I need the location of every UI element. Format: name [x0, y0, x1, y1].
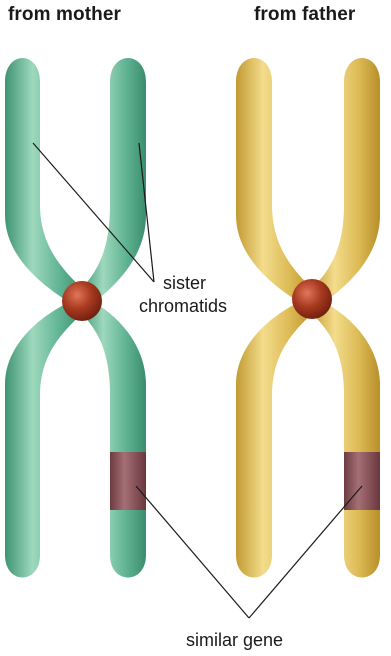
gene-pointer-left — [136, 486, 249, 618]
sister-chromatids-label-line1: sister — [163, 273, 206, 294]
mother-upper-left-arm — [5, 58, 84, 305]
father-upper-left-arm — [236, 58, 314, 305]
father-upper-right-arm — [310, 58, 380, 305]
sister-chromatids-label-line2: chromatids — [139, 296, 227, 317]
father-centromere — [292, 279, 332, 319]
similar-gene-label: similar gene — [186, 630, 283, 651]
mother-centromere — [62, 281, 102, 321]
father-lower-left-arm — [236, 300, 314, 578]
mother-upper-right-arm — [80, 58, 146, 305]
mother-lower-right-arm — [80, 300, 146, 578]
mother-chromosome — [5, 58, 146, 578]
mother-lower-left-arm — [5, 300, 84, 578]
father-chromosome — [236, 58, 380, 578]
pointer-lines — [33, 143, 362, 618]
mother-gene-band — [110, 452, 146, 510]
father-lower-right-arm — [310, 300, 380, 578]
